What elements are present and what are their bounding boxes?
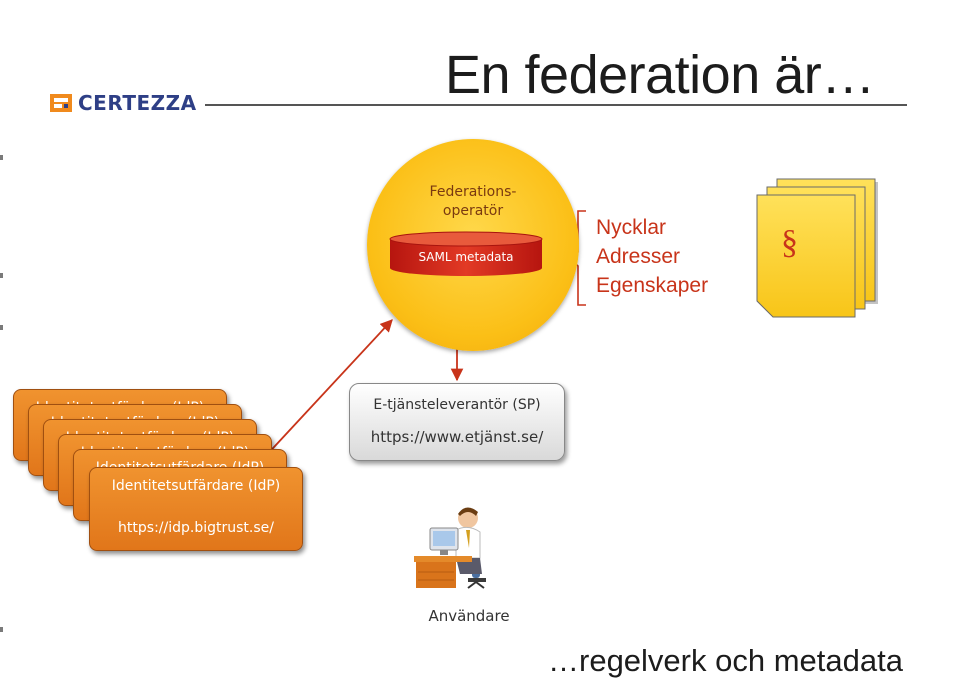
edge-mark — [0, 325, 3, 330]
saml-metadata-database — [389, 231, 543, 276]
metadata-contents-list: Nycklar Adresser Egenskaper — [596, 213, 708, 300]
idp-card-front: Identitetsutfärdare (IdP) https://idp.bi… — [89, 467, 303, 551]
logo-text: CERTEZZA — [78, 91, 197, 115]
edge-mark — [0, 273, 3, 278]
metadata-item-properties: Egenskaper — [596, 274, 709, 297]
metadata-item-keys: Nycklar — [596, 216, 667, 239]
edge-mark — [0, 627, 3, 632]
idp-url: https://idp.bigtrust.se/ — [118, 520, 274, 536]
sp-label: E-tjänsteleverantör (SP) — [373, 397, 541, 413]
edge-mark — [0, 155, 3, 160]
page-title: En federation är… — [445, 45, 875, 105]
federation-operator-label: Federations- operatör — [367, 183, 579, 221]
user-at-desk-icon — [414, 507, 486, 589]
metadata-item-addresses: Adresser — [596, 245, 681, 268]
certezza-logo-icon — [50, 94, 72, 112]
operator-label-line2: operatör — [442, 203, 504, 219]
certezza-logo: CERTEZZA — [50, 91, 197, 115]
paragraph-symbol: § — [781, 224, 798, 261]
idp-label: Identitetsutfärdare (IdP) — [111, 478, 281, 494]
user-label: Användare — [428, 607, 510, 625]
footer-text: …regelverk och metadata — [548, 643, 903, 678]
title-underline — [205, 104, 907, 106]
sp-url: https://www.etjänst.se/ — [370, 428, 544, 446]
saml-metadata-label: SAML metadata — [418, 250, 514, 264]
service-provider-box: E-tjänsteleverantör (SP) https://www.etj… — [349, 383, 565, 461]
operator-label-line1: Federations- — [429, 184, 517, 200]
document-stack-icon: § — [756, 178, 878, 318]
